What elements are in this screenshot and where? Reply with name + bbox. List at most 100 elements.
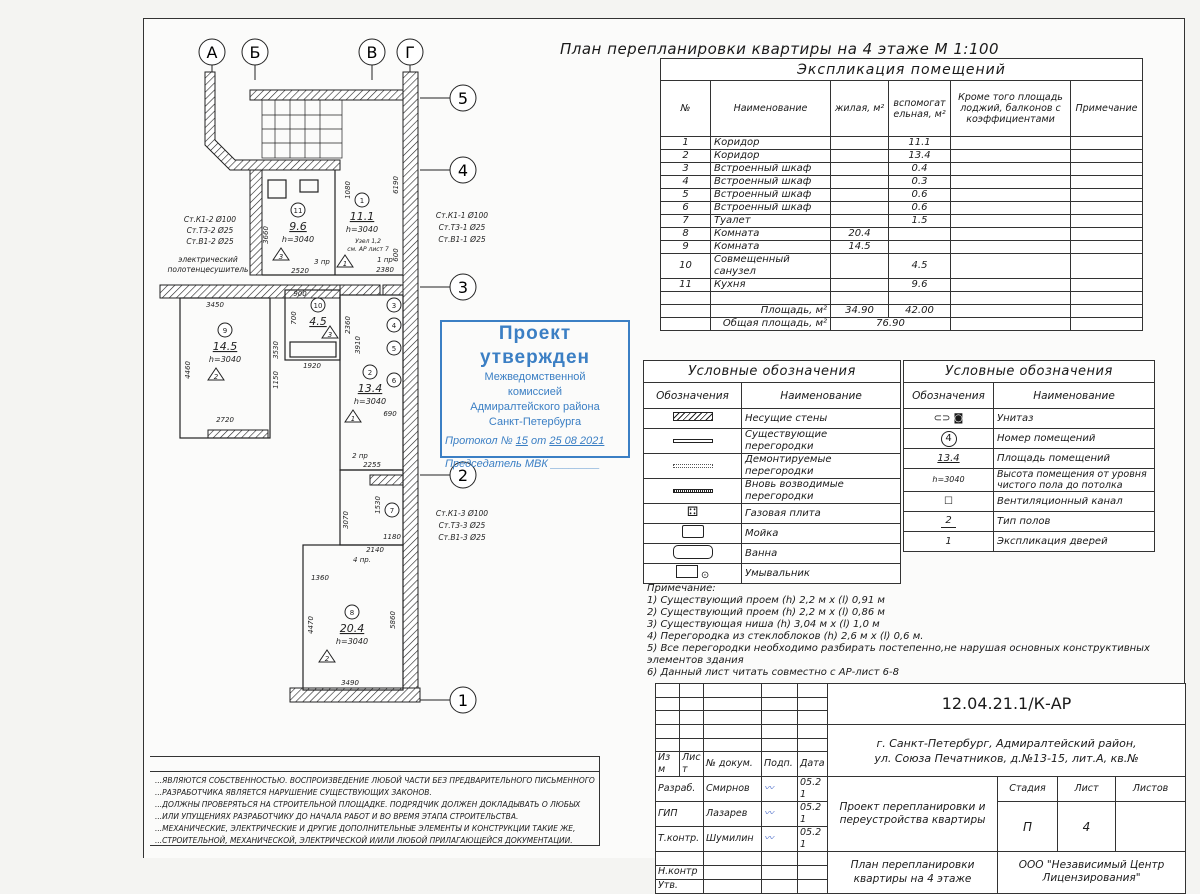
project-name: Проект перепланировки и переустройства к… — [827, 776, 998, 853]
partitions — [179, 170, 404, 691]
stamp-line: комиссией — [507, 386, 563, 398]
balcony-area — [950, 253, 1071, 279]
stamp-line: Межведомственной — [484, 371, 586, 383]
room-height: h=3040 — [336, 637, 368, 646]
row-number: 8 — [660, 227, 711, 241]
legend-symbol-text: 2 — [941, 515, 956, 528]
opening-label: 4 пр. — [353, 556, 371, 564]
room-name: Комната — [710, 240, 831, 254]
stamp-line: Адмиралтейского района — [470, 401, 600, 413]
room-number: 9 — [223, 327, 227, 335]
legend-title: Условные обозначения — [643, 360, 901, 383]
washbasin-icon: ⊙ — [643, 563, 742, 584]
room-number-marker — [354, 192, 370, 208]
dimension-label: 3660 — [262, 226, 270, 244]
floor-type: 2 — [214, 373, 219, 381]
legend-label: Мойка — [741, 523, 901, 544]
sink-icon — [643, 523, 742, 544]
legend-label: Существующие перегородки — [741, 428, 901, 454]
room-name: Встроенный шкаф — [710, 201, 831, 215]
room-number: 5 — [392, 345, 396, 353]
room-area: 13.4 — [358, 382, 383, 395]
dimension-label: 690 — [383, 410, 397, 418]
dimension-label: 3530 — [272, 341, 280, 359]
room-area: 4.5 — [309, 315, 327, 328]
total-area-label: Площадь, м² — [710, 304, 831, 318]
remark — [1070, 253, 1143, 279]
room-name: Встроенный шкаф — [710, 175, 831, 189]
total-living: 34.90 — [830, 304, 889, 318]
toilet-icon: ⊂⊃ ◙ — [903, 408, 994, 429]
balcony-area — [950, 149, 1071, 163]
doc-code: 12.04.21.1/К-АР — [826, 682, 1187, 726]
room-number-marker — [386, 317, 402, 333]
signature: 〰 — [761, 801, 798, 828]
legend-item: Несущие стены — [643, 408, 901, 429]
room-number-marker — [217, 322, 233, 338]
living-area — [830, 253, 889, 279]
legend-item: Ванна — [643, 543, 901, 564]
dimension-label: 3450 — [206, 301, 224, 309]
note-item: 5) Все перегородки необходимо разбирать … — [647, 643, 1150, 666]
address-line-1: г. Санкт-Петербург, Адмиралтейский район… — [876, 736, 1137, 750]
disclaimer-line: ...МЕХАНИЧЕСКИЕ, ЭЛЕКТРИЧЕСКИЕ И ДРУГИЕ … — [155, 824, 576, 833]
dimension-label: 1080 — [344, 181, 352, 199]
floor-type-icon — [336, 254, 354, 268]
towel-dryer-label: электрический — [178, 255, 238, 264]
row-number: 9 — [660, 240, 711, 254]
axis-label: 3 — [458, 278, 468, 297]
aux-area: 13.4 — [888, 149, 951, 163]
gas-stove-icon — [267, 179, 287, 199]
role: Утв. — [655, 878, 704, 894]
axis-label: Б — [250, 43, 261, 62]
stamp-protocol-label: Протокол № — [445, 435, 513, 447]
dimension-label: 4460 — [184, 361, 192, 379]
living-area — [830, 291, 889, 305]
legend-item: Вновь возводимые перегородки — [643, 478, 901, 504]
dimension-label: 2380 — [376, 266, 394, 274]
legend-item: ⊂⊃ ◙Унитаз — [903, 408, 1155, 429]
dimension-label: 700 — [290, 311, 298, 325]
room-area: 11.1 — [350, 210, 375, 223]
dimension-label: 3070 — [342, 511, 350, 529]
sign-date: 05.21 — [797, 776, 828, 803]
room-name: Кухня — [710, 278, 831, 292]
room-name: Комната — [710, 227, 831, 241]
room-name: Встроенный шкаф — [710, 188, 831, 202]
note-item: 6) Данный лист читать совместно с АР-лис… — [647, 667, 899, 678]
floor-type: 2 — [325, 655, 330, 663]
axis-label: 1 — [458, 691, 468, 710]
legend-item: Мойка — [643, 523, 901, 544]
row-number: 6 — [660, 201, 711, 215]
room-area: 20.4 — [340, 622, 365, 635]
sheet-value: 4 — [1057, 801, 1116, 853]
room-number: 10 — [314, 302, 323, 310]
legend-label: Газовая плита — [741, 503, 901, 524]
riser-label: Ст.К1-1 Ø100 — [436, 211, 488, 220]
riser-label: Ст.В1-2 Ø25 — [186, 237, 233, 246]
bathtub-icon — [643, 543, 742, 564]
room-name: Совмещенный санузел — [710, 253, 831, 279]
remark — [1070, 149, 1143, 163]
remark — [1070, 240, 1143, 254]
explication-header: жилая, м² — [830, 80, 889, 137]
room-number-marker — [344, 604, 360, 620]
explication-title: Экспликация помещений — [660, 58, 1143, 81]
dimension-label: 2720 — [216, 416, 234, 424]
balcony-area — [950, 227, 1071, 241]
stage-value: П — [997, 801, 1058, 853]
stamp-line: Санкт-Петербурга — [488, 416, 582, 428]
towel-dryer-label: полотенцесушитель — [168, 265, 249, 274]
floor-type: 1 — [351, 415, 355, 423]
living-area — [830, 175, 889, 189]
riser-label: Ст.К1-3 Ø100 — [436, 509, 488, 518]
row-number: 11 — [660, 278, 711, 292]
axis-marker — [449, 686, 477, 714]
room-name: Встроенный шкаф — [710, 162, 831, 176]
